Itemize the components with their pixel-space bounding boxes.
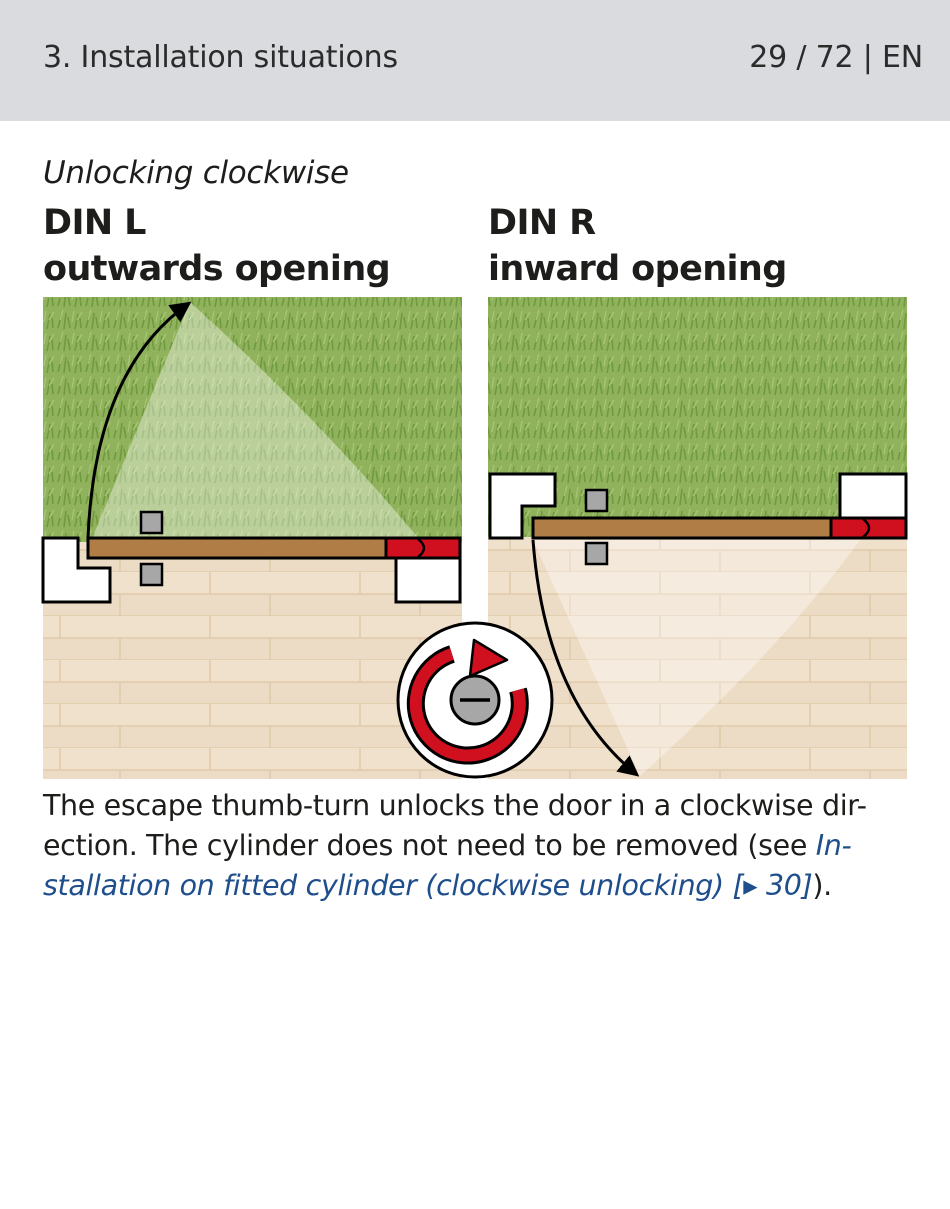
cross-reference-page: 30 — [765, 869, 802, 902]
cross-reference-link[interactable]: In-stallation on fitted cylinder (clockw… — [43, 829, 852, 902]
din-l-opening: outwards opening — [43, 249, 391, 289]
door-installation-figure — [41, 297, 908, 779]
din-r-opening: inward opening — [488, 249, 787, 289]
description-text-end: ). — [812, 869, 832, 902]
clockwise-rotation-icon — [396, 621, 554, 779]
cross-reference-text: In-stallation on fitted cylinder (clockw… — [43, 829, 852, 902]
page-header: 3. Installation situations 29 / 72 | EN — [0, 0, 950, 121]
description-text: The escape thumb-turn unlocks the door i… — [43, 789, 867, 862]
page-info: 29 / 72 | EN — [749, 40, 923, 75]
din-r-title: DIN R — [488, 203, 596, 243]
figure-subtitle: Unlocking clockwise — [43, 155, 349, 191]
description-paragraph: The escape thumb-turn unlocks the door i… — [43, 786, 913, 906]
cross-reference-close: ] — [801, 869, 813, 902]
din-l-label: DIN L outwards opening — [43, 200, 391, 292]
din-l-diagram — [41, 297, 462, 779]
section-title: 3. Installation situations — [43, 40, 398, 75]
page-ref-triangle-icon: ▸ — [743, 869, 758, 902]
din-l-title: DIN L — [43, 203, 146, 243]
din-r-diagram — [488, 297, 908, 779]
din-r-label: DIN R inward opening — [488, 200, 787, 292]
